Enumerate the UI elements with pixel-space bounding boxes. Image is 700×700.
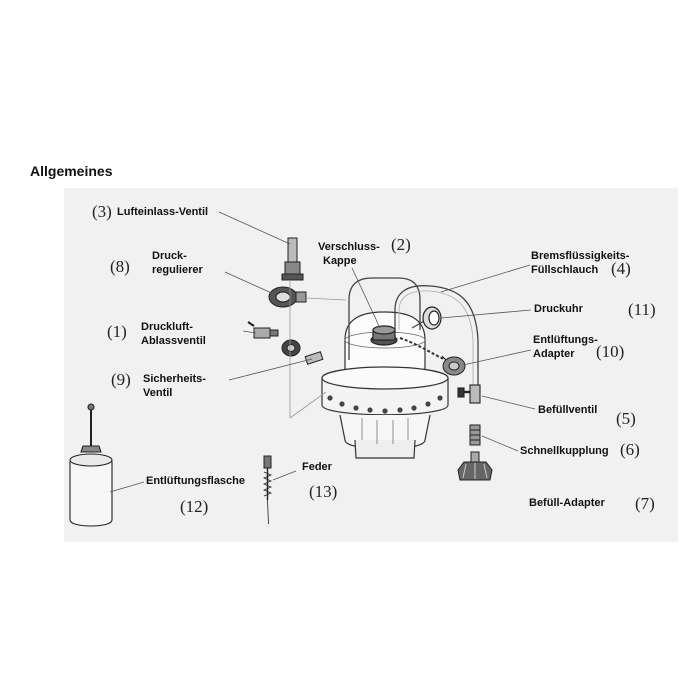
pressure-gauge-icon <box>411 306 442 330</box>
assembly-guides <box>289 280 347 419</box>
fill-valve-icon <box>457 384 481 404</box>
part-10-number: (10) <box>596 342 625 361</box>
pressure-regulator-icon <box>268 286 307 308</box>
part-5-label: Befüllventil <box>538 404 598 416</box>
part-1-number: (1) <box>107 322 127 341</box>
drain-valve-icon <box>247 321 301 357</box>
part-10-label-2: Adapter <box>533 348 575 360</box>
part-9-label-1: Sicherheits- <box>143 373 206 385</box>
leader-lines <box>109 211 536 493</box>
part-8-number: (8) <box>110 257 130 276</box>
part-8-label-2: regulierer <box>152 264 203 276</box>
part-8-label-1: Druck- <box>152 250 187 262</box>
part-1-label-1: Druckluft- <box>141 321 193 333</box>
part-12-label: Entlüftungsflasche <box>146 475 246 487</box>
part-3-number: (3) <box>92 202 112 221</box>
section-title: Allgemeines <box>30 163 113 179</box>
part-7-label: Befüll-Adapter <box>529 497 605 509</box>
part-11-number: (11) <box>628 300 656 319</box>
cap-icon <box>370 325 398 346</box>
part-5-number: (5) <box>616 409 636 428</box>
hose-icon <box>394 285 479 385</box>
part-2-number: (2) <box>391 235 411 254</box>
fill-adapter-icon <box>457 451 493 481</box>
bleed-bottle-icon <box>69 403 113 527</box>
part-13-label: Feder <box>302 461 332 473</box>
spring-icon <box>262 455 273 525</box>
part-4-label-2: Füllschlauch <box>531 264 599 276</box>
bleed-adapter-icon <box>441 355 466 376</box>
part-1-label-2: Ablassventil <box>141 335 206 347</box>
pressure-tank <box>321 311 449 459</box>
part-11-label: Druckuhr <box>534 303 583 315</box>
part-9-number: (9) <box>111 370 131 389</box>
part-6-number: (6) <box>620 440 640 459</box>
quick-coupling-icon <box>469 424 481 446</box>
part-7-number: (7) <box>635 494 655 513</box>
safety-valve-icon <box>304 351 324 365</box>
part-4-number: (4) <box>611 259 631 278</box>
tank-handle <box>348 277 421 360</box>
part-4-label-1: Bremsflüssigkeits- <box>531 250 630 262</box>
part-13-number: (13) <box>309 482 338 501</box>
part-12-number: (12) <box>180 497 209 516</box>
part-9-label-2: Ventil <box>143 387 173 399</box>
part-6-label: Schnellkupplung <box>520 445 609 457</box>
part-3-label: Lufteinlass-Ventil <box>117 206 209 218</box>
part-2-label-2: Kappe <box>323 255 357 267</box>
part-10-label-1: Entlüftungs- <box>533 334 598 346</box>
part-2-label-1: Verschluss- <box>318 241 380 253</box>
inlet-valve-icon <box>281 237 304 281</box>
